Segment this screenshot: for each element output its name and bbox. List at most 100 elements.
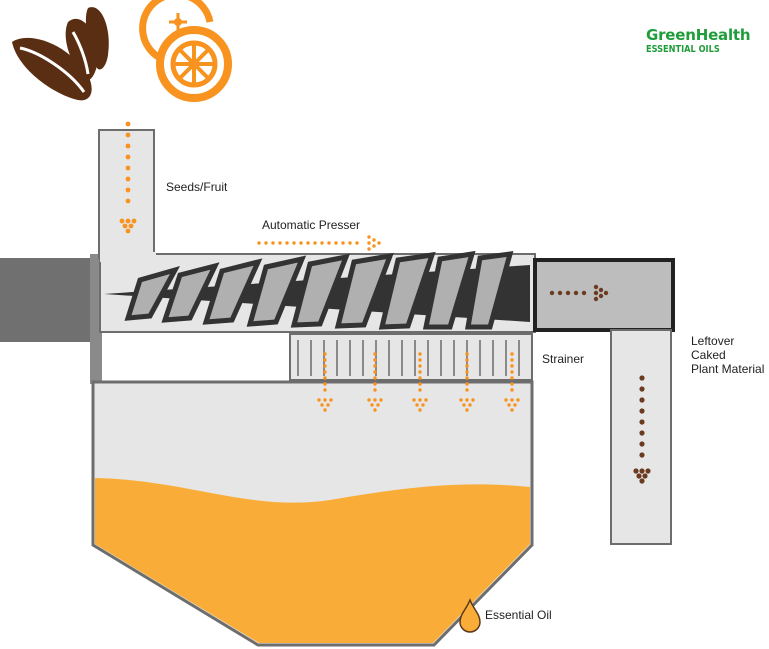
flow-arrow-strainer-0	[323, 364, 327, 368]
flow-arrow-strainer-3	[465, 376, 469, 380]
label-seeds-fruit: Seeds/Fruit	[166, 180, 228, 194]
flow-arrow-presser	[320, 241, 324, 245]
flow-arrow-outlet	[565, 290, 571, 296]
flow-arrow-strainer-3	[465, 388, 469, 392]
label-leftover-line-3: Plant Material	[691, 362, 765, 376]
flow-arrow-strainer-1-head	[379, 398, 383, 402]
flow-arrow-strainer-2	[418, 376, 422, 380]
flow-arrow-outlet	[581, 290, 587, 296]
flow-arrow-strainer-0-head	[323, 408, 327, 412]
flow-arrow-leftover	[639, 397, 645, 403]
flow-arrow-presser-head	[372, 244, 376, 248]
flow-arrow-strainer-0	[323, 370, 327, 374]
label-leftover-line-1: Leftover	[691, 334, 735, 348]
flow-arrow-strainer-4	[510, 358, 514, 362]
flow-arrow-strainer-4	[510, 364, 514, 368]
flow-arrow-input-head	[125, 218, 131, 224]
flow-arrows	[119, 121, 651, 484]
flow-arrow-leftover-head	[639, 468, 645, 474]
flow-arrow-presser	[299, 241, 303, 245]
flow-arrow-leftover	[639, 386, 645, 392]
flow-arrow-input	[125, 143, 131, 149]
flow-arrow-strainer-3	[465, 352, 469, 356]
flow-arrow-strainer-4-head	[516, 398, 520, 402]
flow-arrow-strainer-4-head	[504, 398, 508, 402]
flow-arrow-presser-head	[367, 235, 371, 239]
flow-arrow-input-head	[119, 218, 125, 224]
flow-arrow-leftover	[639, 375, 645, 381]
leftover-chute	[610, 329, 672, 545]
flow-arrow-input	[125, 154, 131, 160]
machine-motor-block	[0, 258, 92, 342]
brand-logo: GreenHealth ESSENTIAL OILS	[646, 26, 751, 56]
flow-arrow-strainer-2-head	[421, 403, 425, 407]
flow-arrow-input	[125, 165, 131, 171]
flow-arrow-leftover-head	[636, 473, 642, 479]
seeds-icon	[12, 7, 109, 101]
flow-arrow-strainer-4	[510, 370, 514, 374]
flow-arrow-presser	[313, 241, 317, 245]
flow-arrow-presser	[257, 241, 261, 245]
flow-arrow-leftover-head	[639, 478, 645, 484]
oil-drop-icon	[459, 597, 481, 633]
flow-arrow-strainer-3-head	[462, 403, 466, 407]
brand-tagline: ESSENTIAL OILS	[646, 44, 720, 55]
flow-arrow-strainer-3	[465, 364, 469, 368]
screw-auger	[104, 250, 530, 330]
flow-arrow-strainer-4-head	[510, 408, 514, 412]
flow-arrow-input-head	[122, 223, 128, 229]
flow-arrow-strainer-3-head	[465, 398, 469, 402]
flow-arrow-strainer-0-head	[317, 398, 321, 402]
flow-arrow-strainer-1-head	[373, 408, 377, 412]
flow-arrow-strainer-4	[510, 376, 514, 380]
flow-arrow-presser-head	[372, 238, 376, 242]
flow-arrow-outlet-head	[593, 296, 599, 302]
label-essential-oil: Essential Oil	[485, 608, 552, 622]
flow-arrow-strainer-3-head	[471, 398, 475, 402]
flow-arrow-input-head	[131, 218, 137, 224]
flow-arrow-presser	[278, 241, 282, 245]
flow-arrow-strainer-3	[465, 382, 469, 386]
flow-arrow-presser	[306, 241, 310, 245]
label-leftover-line-2: Caked	[691, 348, 726, 362]
flow-arrow-strainer-2	[418, 352, 422, 356]
flow-arrow-outlet-head	[593, 284, 599, 290]
flow-arrow-strainer-2-head	[415, 403, 419, 407]
flow-arrow-strainer-1	[373, 382, 377, 386]
flow-arrow-strainer-0-head	[323, 398, 327, 402]
flow-arrow-leftover-head	[642, 473, 648, 479]
strainer	[289, 333, 533, 381]
flow-arrow-presser-head	[377, 241, 381, 245]
flow-arrow-strainer-1-head	[370, 403, 374, 407]
flow-arrow-strainer-2	[418, 382, 422, 386]
flow-arrow-strainer-3-head	[468, 403, 472, 407]
flow-arrow-strainer-3	[465, 370, 469, 374]
flow-arrow-outlet	[557, 290, 563, 296]
flow-arrow-presser	[292, 241, 296, 245]
flow-arrow-presser-head	[367, 247, 371, 251]
flow-arrow-presser	[271, 241, 275, 245]
flow-arrow-strainer-0	[323, 376, 327, 380]
flow-arrow-strainer-4-head	[510, 398, 514, 402]
flow-arrow-strainer-0-head	[326, 403, 330, 407]
flow-arrow-presser	[285, 241, 289, 245]
flow-arrow-strainer-1-head	[376, 403, 380, 407]
flow-arrow-strainer-1-head	[373, 398, 377, 402]
flow-arrow-leftover	[639, 408, 645, 414]
flow-arrow-strainer-1	[373, 364, 377, 368]
flow-arrow-outlet-head	[593, 290, 599, 296]
flow-arrow-outlet-head	[603, 290, 609, 296]
flow-arrow-strainer-3-head	[459, 398, 463, 402]
flow-arrow-strainer-0-head	[329, 398, 333, 402]
flow-arrow-strainer-4-head	[513, 403, 517, 407]
flow-arrow-strainer-0	[323, 358, 327, 362]
flow-arrow-strainer-1	[373, 352, 377, 356]
flow-arrow-strainer-4	[510, 388, 514, 392]
flow-arrow-strainer-3-head	[465, 408, 469, 412]
flow-arrow-leftover	[639, 430, 645, 436]
flow-arrow-leftover-head	[633, 468, 639, 474]
flow-arrow-input	[125, 198, 131, 204]
flow-arrow-strainer-1	[373, 376, 377, 380]
flow-arrow-strainer-0-head	[320, 403, 324, 407]
label-automatic-presser: Automatic Presser	[262, 218, 361, 232]
